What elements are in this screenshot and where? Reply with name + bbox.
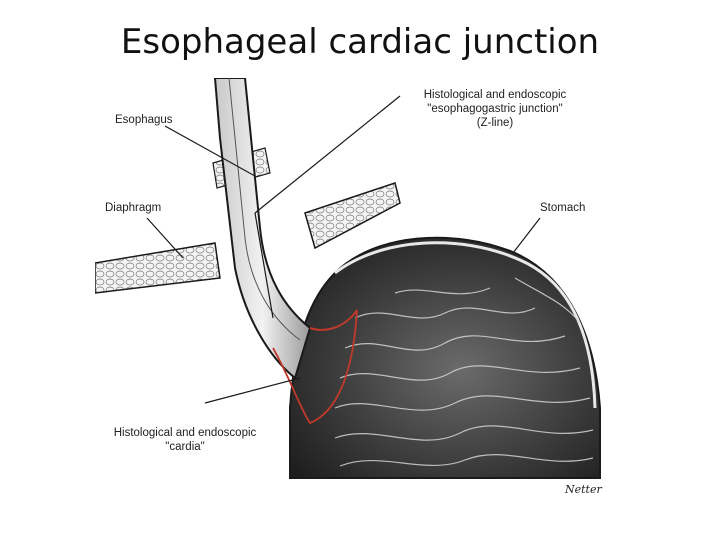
- label-ej-line1: Histological and endoscopic: [405, 88, 585, 102]
- label-cardia-line1: Histological and endoscopic: [95, 426, 275, 440]
- diaphragm-left: [95, 243, 220, 293]
- slide-title: Esophageal cardiac junction: [0, 22, 720, 62]
- label-ej-line2: "esophagogastric junction": [405, 102, 585, 116]
- diaphragm-right: [305, 183, 400, 248]
- label-ej-junction: Histological and endoscopic "esophagogas…: [405, 88, 585, 130]
- label-ej-line3: (Z-line): [405, 116, 585, 130]
- label-esophagus: Esophagus: [115, 113, 173, 127]
- stomach-body: [290, 238, 600, 478]
- label-cardia: Histological and endoscopic "cardia": [95, 426, 275, 454]
- esophagus-tube: [215, 78, 310, 378]
- label-diaphragm: Diaphragm: [105, 201, 161, 215]
- label-stomach: Stomach: [540, 201, 585, 215]
- label-cardia-line2: "cardia": [95, 440, 275, 454]
- artist-signature: Netter: [565, 483, 602, 497]
- anatomy-illustration: Histological and endoscopic "esophagogas…: [95, 78, 635, 508]
